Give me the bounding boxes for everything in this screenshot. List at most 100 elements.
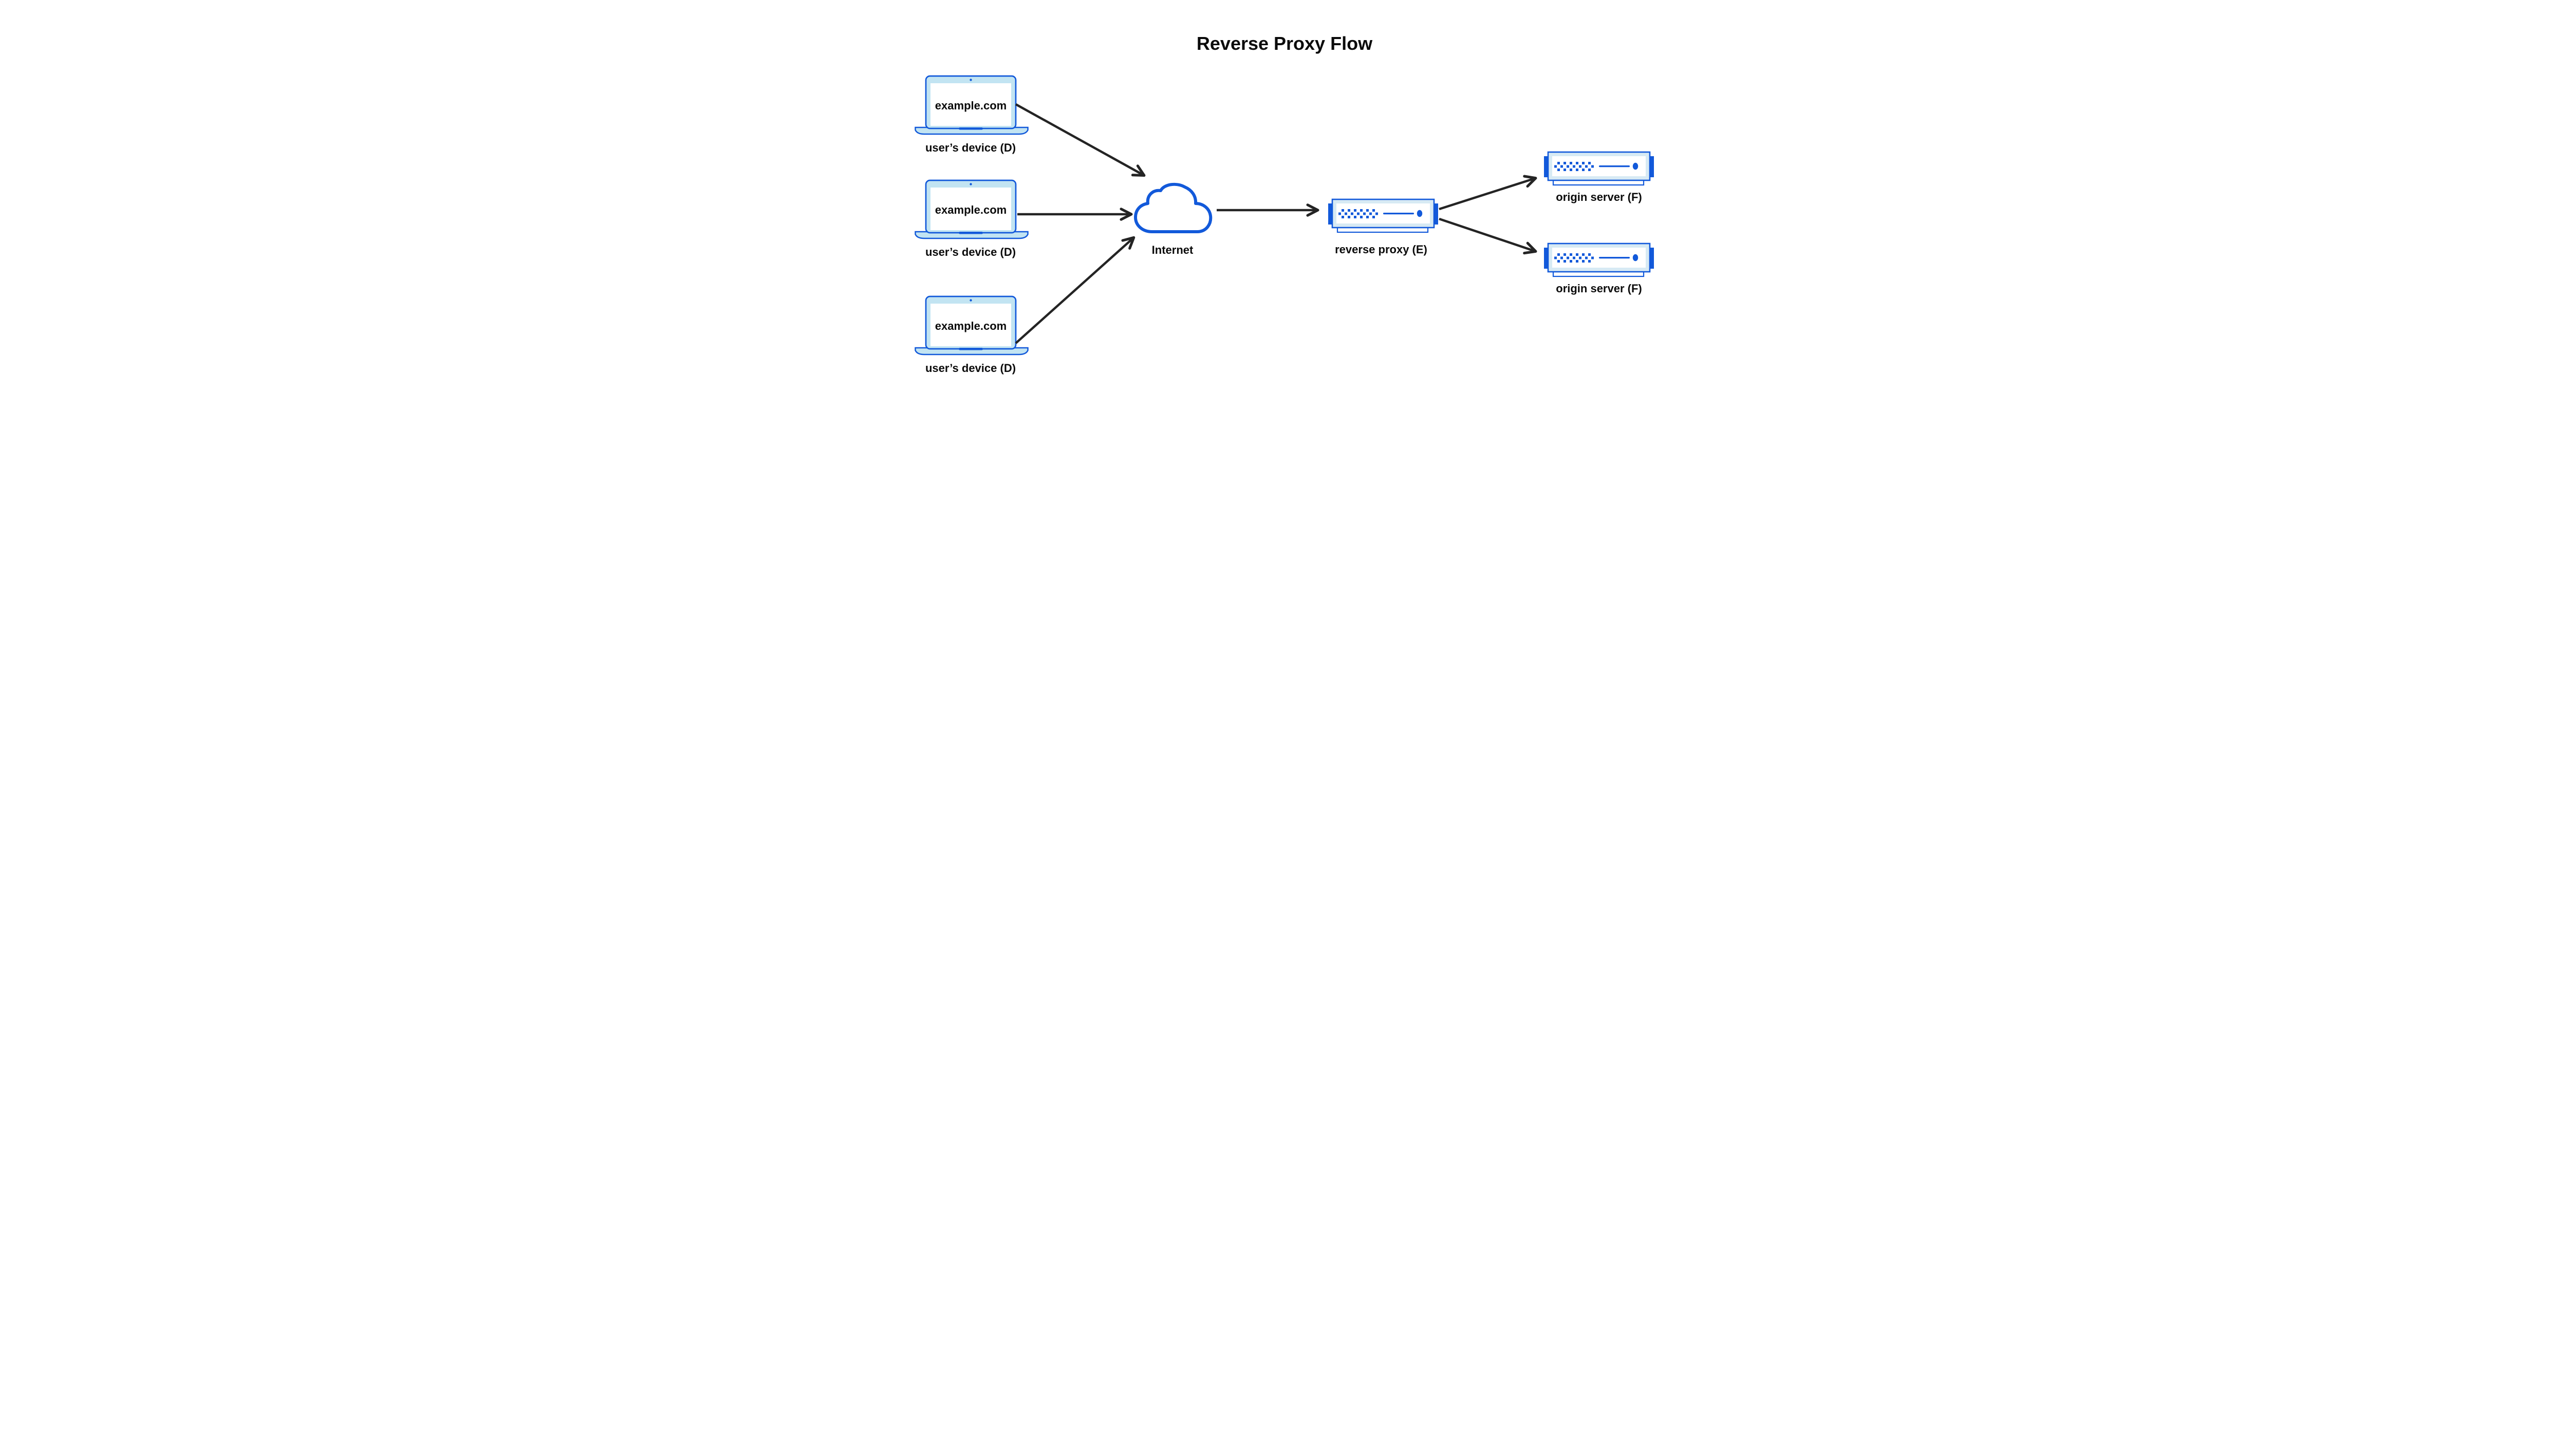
- vent-dot: [1585, 165, 1588, 168]
- server-tab-left: [1328, 203, 1333, 225]
- server-slot-line: [1599, 257, 1630, 259]
- server-front-panel: [1336, 203, 1430, 223]
- laptop-hinge: [959, 348, 983, 350]
- vent-dot: [1576, 169, 1578, 171]
- reverse-proxy-node: [1328, 198, 1438, 233]
- vent-dot: [1573, 256, 1575, 259]
- vent-dot: [1591, 165, 1594, 168]
- vent-dot: [1338, 212, 1341, 215]
- internet-label: Internet: [1152, 244, 1194, 256]
- vent-dot: [1585, 256, 1588, 259]
- camera-dot-icon: [970, 79, 972, 81]
- internet-node: [1134, 182, 1213, 233]
- user-device-1-label: user’s device (D): [925, 141, 1016, 154]
- server-tab-left: [1544, 248, 1549, 269]
- server-led-icon: [1632, 254, 1639, 262]
- server-led-icon: [1417, 210, 1423, 217]
- vent-dot: [1375, 212, 1378, 215]
- user-device-3: example.com: [915, 295, 1029, 356]
- camera-dot-icon: [970, 299, 972, 302]
- laptop-screen: [930, 83, 1011, 126]
- vent-dot: [1342, 209, 1344, 212]
- origin-server-2: [1544, 242, 1654, 277]
- vent-dot: [1573, 165, 1575, 168]
- vent-dot: [1348, 216, 1350, 218]
- vent-dot: [1360, 209, 1363, 212]
- vent-dot: [1557, 253, 1560, 256]
- cloud-icon: [1134, 182, 1213, 233]
- user-device-2-label: user’s device (D): [925, 246, 1016, 258]
- device-screen-url: example.com: [935, 99, 1007, 112]
- laptop-screen: [930, 188, 1011, 230]
- origin-server-1-label: origin server (F): [1556, 191, 1642, 203]
- server-led-icon: [1632, 162, 1639, 170]
- vent-dot: [1366, 216, 1369, 218]
- device-screen-url: example.com: [935, 203, 1007, 216]
- vent-dot: [1570, 253, 1572, 256]
- vent-dot: [1588, 260, 1591, 263]
- vent-dot: [1342, 216, 1344, 218]
- server-vent-dots: [1554, 253, 1594, 263]
- vent-dot: [1588, 162, 1591, 164]
- vent-dot: [1576, 162, 1578, 164]
- vent-dot: [1372, 216, 1375, 218]
- origin-server-2-label: origin server (F): [1556, 282, 1642, 295]
- vent-dot: [1351, 212, 1353, 215]
- arrow-proxy-to-origin1: [1439, 175, 1537, 211]
- vent-dot: [1588, 253, 1591, 256]
- vent-dot: [1582, 169, 1585, 171]
- vent-dot: [1567, 165, 1569, 168]
- user-device-2: example.com: [915, 179, 1029, 239]
- vent-dot: [1563, 162, 1566, 164]
- vent-dot: [1579, 165, 1581, 168]
- vent-dot: [1570, 260, 1572, 263]
- server-slot-line: [1383, 213, 1414, 215]
- page-title: Reverse Proxy Flow: [1197, 33, 1373, 54]
- vent-dot: [1363, 212, 1366, 215]
- user-device-3-label: user’s device (D): [925, 362, 1016, 375]
- vent-dot: [1576, 253, 1578, 256]
- vent-dot: [1557, 169, 1560, 171]
- arrow-proxy-to-origin2: [1439, 217, 1537, 255]
- arrow-device1-to-internet: [1015, 103, 1146, 177]
- server-tab-right: [1649, 156, 1654, 177]
- diagram-canvas: Reverse Proxy Flow example.com user’s de…: [873, 0, 1696, 411]
- vent-dot: [1576, 260, 1578, 263]
- server-tab-right: [1649, 248, 1654, 269]
- server-tab-right: [1433, 203, 1438, 225]
- vent-dot: [1582, 260, 1585, 263]
- vent-dot: [1369, 212, 1372, 215]
- vent-dot: [1582, 162, 1585, 164]
- vent-dot: [1360, 216, 1363, 218]
- vent-dot: [1357, 212, 1360, 215]
- vent-dot: [1345, 212, 1347, 215]
- laptop-screen: [930, 304, 1011, 346]
- vent-dot: [1563, 169, 1566, 171]
- server-slot-line: [1599, 165, 1630, 167]
- vent-dot: [1563, 260, 1566, 263]
- vent-dot: [1354, 216, 1356, 218]
- laptop-hinge: [959, 127, 983, 130]
- vent-dot: [1591, 256, 1594, 259]
- vent-dot: [1554, 256, 1557, 259]
- server-tab-left: [1544, 156, 1549, 177]
- vent-dot: [1567, 256, 1569, 259]
- vent-dot: [1348, 209, 1350, 212]
- vent-dot: [1570, 162, 1572, 164]
- vent-dot: [1588, 169, 1591, 171]
- origin-server-1: [1544, 151, 1654, 186]
- arrow-device3-to-internet: [1015, 236, 1135, 344]
- vent-dot: [1563, 253, 1566, 256]
- device-screen-url: example.com: [935, 320, 1007, 332]
- server-vent-dots: [1554, 162, 1594, 171]
- reverse-proxy-label: reverse proxy (E): [1335, 243, 1427, 256]
- vent-dot: [1582, 253, 1585, 256]
- vent-dot: [1557, 260, 1560, 263]
- vent-dot: [1366, 209, 1369, 212]
- vent-dot: [1554, 165, 1557, 168]
- vent-dot: [1570, 169, 1572, 171]
- vent-dot: [1354, 209, 1356, 212]
- server-front-panel: [1552, 156, 1646, 176]
- laptop-hinge: [959, 232, 983, 234]
- camera-dot-icon: [970, 183, 972, 185]
